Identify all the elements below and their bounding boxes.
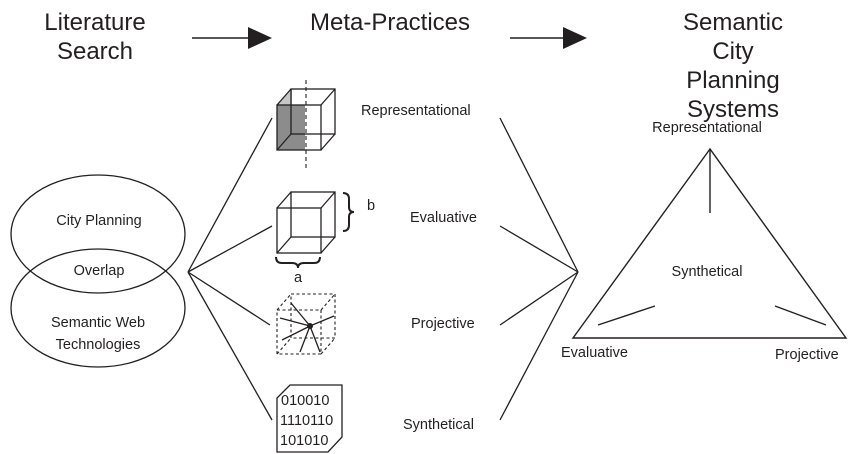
binary-rows: 010010 1110110 101010 (280, 393, 333, 449)
practice-label-evaluative: Evaluative (410, 210, 477, 226)
binary-document-outline (276, 384, 343, 453)
practice-label-projective: Projective (411, 316, 475, 332)
header-semantic-systems-text: Semantic City Planning Systems (682, 9, 784, 123)
synthetical-triangle (571, 147, 848, 339)
cube-dimensions-icon (275, 191, 355, 269)
projection-rays (279, 302, 335, 353)
venn-circle-semantic-web (10, 248, 186, 368)
triangle-label-synthetical: Synthetical (671, 264, 743, 280)
fan-lines-left (187, 117, 273, 421)
venn-label-semantic-web: Semantic Web (50, 315, 146, 331)
triangle-label-projective: Projective (775, 347, 839, 363)
cube-projection-icon (276, 293, 336, 355)
cube-label-b: b (367, 198, 376, 214)
practice-label-synthetical: Synthetical (403, 417, 474, 433)
venn-label-technologies: Technologies (55, 337, 141, 353)
cube-section-icon (276, 80, 336, 168)
triangle-label-evaluative: Evaluative (561, 345, 628, 361)
projection-center-dot (307, 323, 313, 329)
binary-row-2: 1110110 (280, 413, 333, 429)
binary-row-3: 101010 (280, 433, 328, 449)
arrow-practices-to-systems (510, 27, 587, 49)
venn-circle-city-planning (10, 174, 186, 294)
header-literature-search-text: Literature Search (44, 9, 146, 65)
venn-label-overlap: Overlap (73, 263, 125, 279)
practice-label-representational: Representational (361, 103, 471, 119)
fan-lines-right (499, 117, 579, 421)
header-semantic-systems: Semantic City Planning Systems (668, 8, 799, 124)
binary-row-1: 010010 (281, 393, 329, 409)
triangle-label-representational: Representational (652, 120, 762, 136)
header-literature-search: Literature Search (44, 8, 145, 66)
arrow-search-to-practices (192, 27, 272, 49)
header-meta-practices: Meta-Practices (309, 9, 471, 36)
venn-label-city-planning: City Planning (56, 213, 142, 229)
cube-label-a: a (294, 270, 303, 286)
